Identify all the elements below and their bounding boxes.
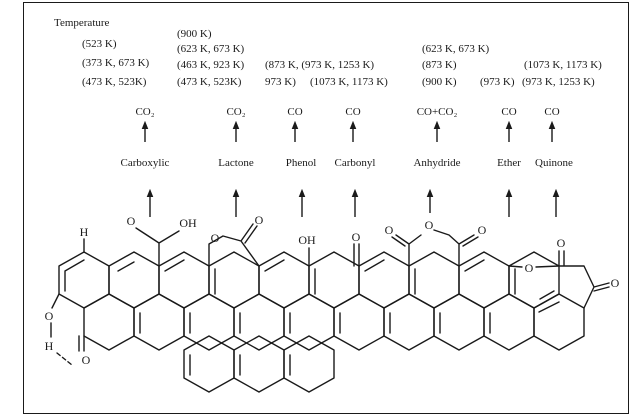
carboxylic-range-1: (523 K) bbox=[82, 38, 117, 50]
lactone-range-4: (473 K, 523K) bbox=[177, 76, 242, 88]
functional-group-bonds bbox=[50, 223, 610, 366]
quinone-range-1: (1073 K, 1173 K) bbox=[524, 59, 602, 71]
atom-o-quinone-right: O bbox=[611, 276, 620, 290]
atom-o-lactone-ring: O bbox=[211, 231, 220, 245]
carbonyl-range-1: (1073 K, 1173 K) bbox=[310, 76, 388, 88]
carbonyl-label: Carbonyl bbox=[335, 157, 376, 169]
phenol-label: Phenol bbox=[286, 157, 317, 169]
atom-o-carbonyl: O bbox=[352, 230, 361, 244]
anhydride-gas: CO+CO₂ bbox=[417, 106, 458, 118]
phenol-gas: CO bbox=[287, 106, 302, 118]
atom-o-ether: O bbox=[525, 261, 534, 275]
atom-o-lactone-ketone: O bbox=[255, 213, 264, 227]
carbon-structure-drawing: Temperature (523 K) (373 K, 673 K) (473 … bbox=[45, 17, 620, 393]
hexagon-lattice bbox=[58, 251, 585, 393]
carboxylic-range-2: (373 K, 673 K) bbox=[82, 57, 150, 69]
surface-groups-diagram: Temperature (523 K) (373 K, 673 K) (473 … bbox=[23, 2, 629, 414]
ether-range-1: (973 K) bbox=[480, 76, 515, 88]
anhydride-label: Anhydride bbox=[413, 157, 460, 169]
quinone-gas: CO bbox=[544, 106, 559, 118]
anhydride-range-2: (873 K) bbox=[422, 59, 457, 71]
carboxylic-label: Carboxylic bbox=[121, 157, 170, 169]
atom-o-anhydride-left: O bbox=[385, 223, 394, 237]
ether-label: Ether bbox=[497, 157, 521, 169]
quinone-label: Quinone bbox=[535, 157, 573, 169]
atom-o-bridge-ketone: O bbox=[82, 353, 91, 367]
anhydride-range-1: (623 K, 673 K) bbox=[422, 43, 490, 55]
atom-oh-carboxyl: OH bbox=[179, 216, 197, 230]
quinone-range-2: (973 K, 1253 K) bbox=[522, 76, 595, 88]
atom-o-anhydride-right: O bbox=[478, 223, 487, 237]
carboxylic-gas: CO₂ bbox=[135, 106, 154, 118]
atom-o-anhydride-bridge: O bbox=[425, 218, 434, 232]
lactone-gas: CO₂ bbox=[226, 106, 245, 118]
atom-h-top: H bbox=[80, 225, 89, 239]
phenol-range-1: (873 K, (973 K, 1253 K) bbox=[265, 59, 374, 71]
atom-oh-phenol: OH bbox=[298, 233, 316, 247]
atom-o-carboxyl: O bbox=[127, 214, 136, 228]
phenol-range-2: 973 K) bbox=[265, 76, 296, 88]
temperature-header: Temperature bbox=[54, 17, 110, 29]
lactone-label: Lactone bbox=[218, 157, 254, 169]
lactone-range-1: (900 K) bbox=[177, 28, 212, 40]
ether-gas: CO bbox=[501, 106, 516, 118]
anhydride-range-3: (900 K) bbox=[422, 76, 457, 88]
carbonyl-gas: CO bbox=[345, 106, 360, 118]
carboxylic-range-3: (473 K, 523K) bbox=[82, 76, 147, 88]
lactone-range-3: (463 K, 923 K) bbox=[177, 59, 245, 71]
atom-o-hydroxyl: O bbox=[45, 309, 54, 323]
lactone-range-2: (623 K, 673 K) bbox=[177, 43, 245, 55]
atom-h-bridge: H bbox=[45, 339, 54, 353]
atom-o-quinone-top: O bbox=[557, 236, 566, 250]
